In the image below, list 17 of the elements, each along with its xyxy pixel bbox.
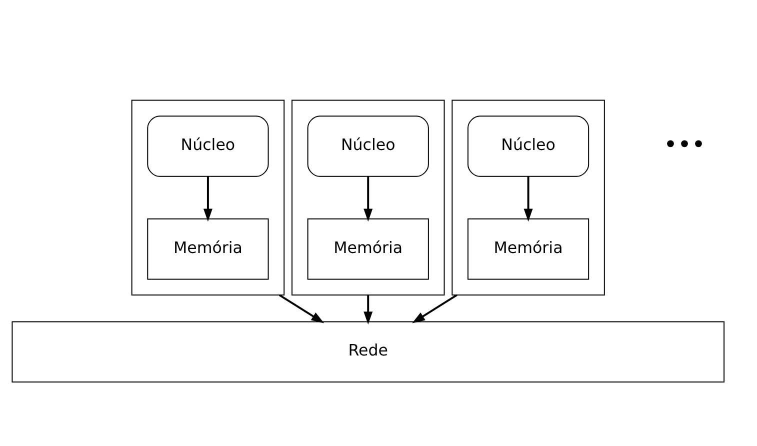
node-box: Núcleo [147, 115, 269, 176]
cluster [452, 99, 605, 296]
node-box: Memória [467, 218, 590, 280]
node-box: Memória [307, 218, 429, 280]
node-box: Rede [12, 320, 725, 382]
arrow [524, 176, 533, 222]
arrow [203, 176, 212, 222]
node-box: Memória [147, 218, 269, 280]
arrow [412, 294, 458, 323]
arrow [364, 294, 373, 324]
node-box: Núcleo [307, 115, 429, 176]
arrow [278, 294, 324, 323]
cluster [292, 99, 445, 296]
node-box: Núcleo [467, 115, 590, 176]
label: ••• [663, 130, 706, 158]
cluster [131, 99, 285, 296]
arrow [364, 176, 373, 222]
